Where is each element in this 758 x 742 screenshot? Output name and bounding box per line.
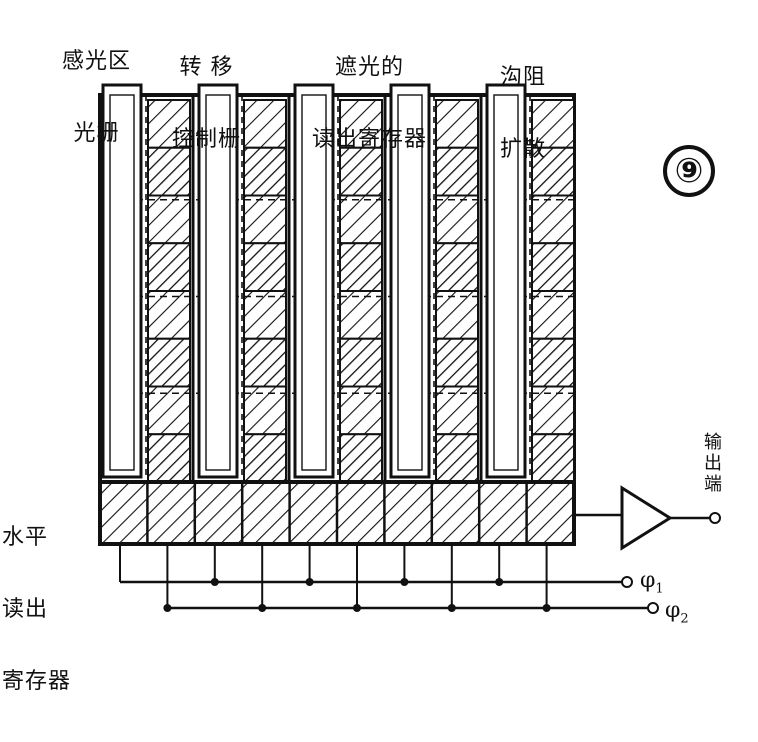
- clock-phi2-label: φ2: [665, 598, 689, 626]
- phi2-terminal: [647, 602, 659, 614]
- photosensitive-gate-inner: [301, 94, 327, 471]
- shielded-register-cell: [147, 385, 191, 436]
- shielded-register-cell: [531, 433, 575, 483]
- shielded-register-cell: [243, 433, 287, 483]
- photosensitive-gate-inner: [397, 94, 423, 471]
- shielded-register-cell: [435, 337, 479, 388]
- clock-junction: [495, 578, 504, 586]
- shielded-register-cell: [435, 433, 479, 483]
- label-channel-stop: 沟阻 扩散: [500, 18, 546, 210]
- clock-junction: [400, 578, 409, 586]
- label-horizontal-register-line3: 寄存器: [2, 669, 72, 694]
- output-amplifier: [574, 485, 721, 551]
- shielded-register-cell: [243, 99, 287, 149]
- clock-junction: [258, 604, 267, 612]
- label-channel-stop-line1: 沟阻: [500, 65, 547, 90]
- shielded-register-cell: [147, 194, 191, 245]
- clock-junction: [542, 604, 551, 612]
- clock-junction: [163, 604, 172, 612]
- shielded-register-cell: [243, 146, 287, 197]
- shielded-register-cell: [531, 194, 575, 245]
- label-horizontal-register: 水平 读出 寄存器: [2, 478, 71, 742]
- shielded-register-cell: [147, 242, 191, 292]
- label-transfer-gate: 转 移 控制栅: [172, 8, 241, 200]
- shielded-register-cell: [339, 385, 383, 436]
- shielded-register-cell: [339, 290, 383, 340]
- label-horizontal-register-line1: 水平: [2, 525, 49, 550]
- figure-number-badge: ⑨: [663, 145, 715, 197]
- ccd-diagram: 感光区 光栅 转 移 控制栅 遮光的 读出寄存器 沟阻 扩散 水平 读出 寄存器…: [2, 2, 722, 694]
- shielded-register-cell: [435, 146, 479, 197]
- shielded-register-cell: [435, 290, 479, 340]
- imaging-array: [98, 83, 576, 484]
- label-shielded-register-line2: 读出寄存器: [312, 127, 428, 152]
- shielded-register-cell: [147, 433, 191, 483]
- phi1-terminal: [621, 576, 633, 588]
- photosensitive-gate-inner: [493, 94, 519, 471]
- shielded-register-cell: [243, 385, 287, 436]
- shielded-register-cell: [243, 242, 287, 292]
- output-terminal: [709, 512, 721, 524]
- label-transfer-gate-line2: 控制栅: [172, 127, 242, 152]
- clock-junction: [210, 578, 219, 586]
- shielded-register-cell: [243, 337, 287, 388]
- shielded-register-cell: [339, 433, 383, 483]
- shielded-register-cell: [531, 99, 575, 149]
- shielded-register-cell: [531, 242, 575, 292]
- clock-phi2-subscript: 2: [680, 611, 689, 627]
- label-transfer-gate-line1: 转 移: [179, 55, 234, 80]
- clock-junction: [353, 604, 361, 612]
- label-shielded-register: 遮光的 读出寄存器: [312, 8, 427, 200]
- photosensitive-gate-inner: [205, 94, 231, 471]
- clock-phi1-subscript: 1: [655, 581, 664, 597]
- shielded-register-cell: [147, 337, 191, 388]
- label-output: 输出端: [704, 432, 722, 495]
- shielded-register-cell: [339, 242, 383, 292]
- label-channel-stop-line2: 扩散: [500, 137, 547, 162]
- clock-wiring: [119, 544, 659, 614]
- clock-junction: [447, 604, 456, 612]
- shielded-register-cell: [435, 242, 479, 292]
- shielded-register-cell: [531, 290, 575, 340]
- photosensitive-gate-inner: [109, 94, 135, 471]
- label-shielded-register-line1: 遮光的: [335, 55, 405, 80]
- shielded-register-cell: [243, 290, 287, 340]
- clock-phi2-symbol: φ: [665, 598, 681, 623]
- shielded-register-cell: [435, 99, 479, 149]
- shielded-register-cell: [531, 337, 575, 388]
- clock-junction: [305, 578, 314, 586]
- label-photosensitive-gate-line2: 光栅: [73, 121, 120, 146]
- shielded-register-cell: [435, 194, 479, 245]
- amplifier-triangle: [620, 485, 673, 551]
- shielded-register-cell: [147, 290, 191, 340]
- ccd-structure-svg: [98, 83, 721, 614]
- clock-phi1-label: φ1: [640, 568, 664, 596]
- label-photosensitive-gate-line1: 感光区: [62, 49, 132, 74]
- label-photosensitive-gate: 感光区 光栅: [62, 2, 131, 194]
- shielded-register-cell: [339, 337, 383, 388]
- shielded-register-cell: [339, 194, 383, 245]
- clock-phi1-symbol: φ: [640, 568, 656, 593]
- shielded-register-cell: [243, 194, 287, 245]
- label-horizontal-register-line2: 读出: [2, 597, 49, 622]
- horizontal-register-cells: [98, 480, 576, 546]
